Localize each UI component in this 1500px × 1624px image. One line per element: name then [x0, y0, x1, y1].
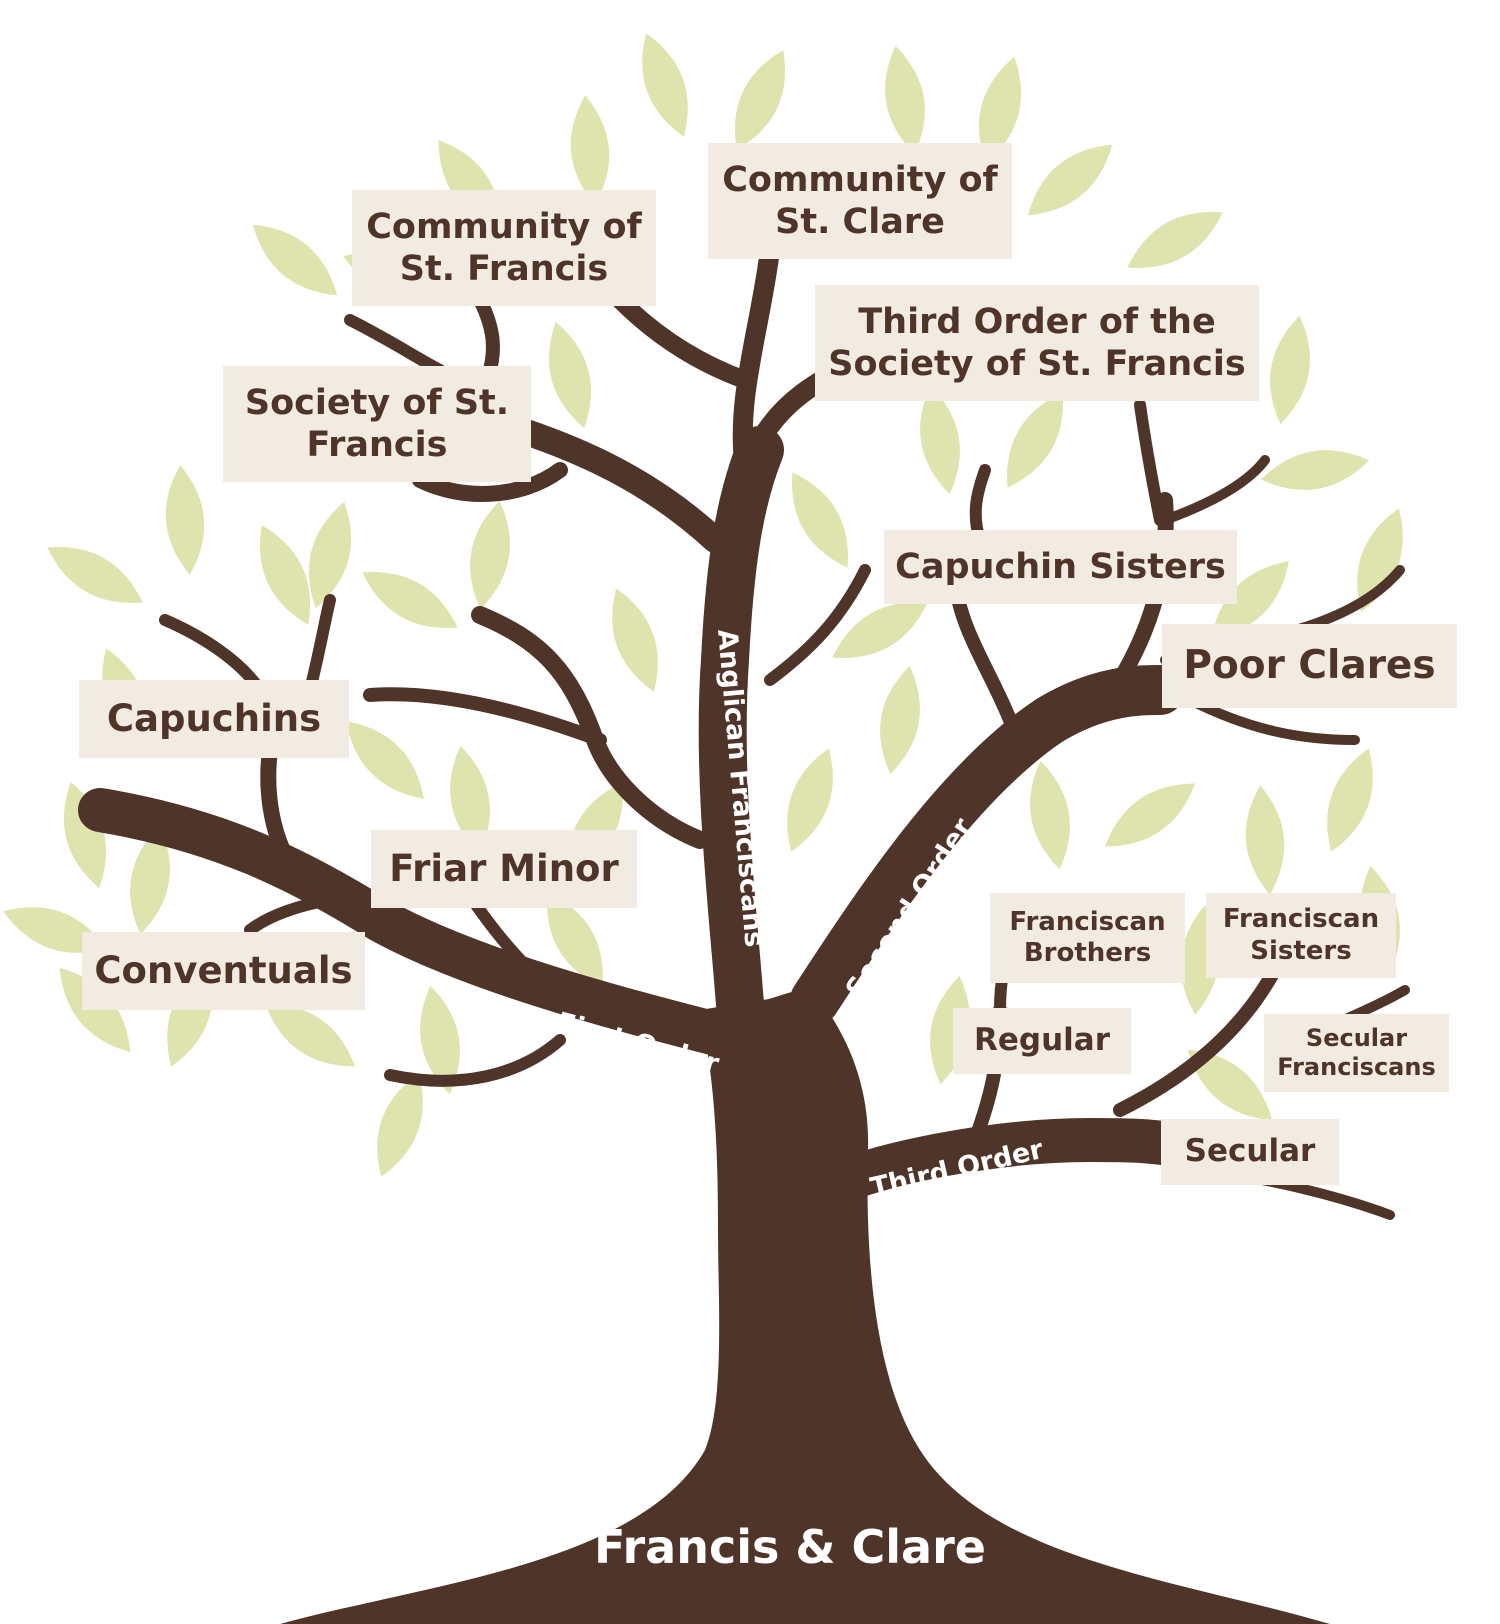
twig: [764, 564, 871, 686]
leaf: [1007, 392, 1063, 488]
node-poor-clares: Poor Clares: [1162, 624, 1457, 708]
leaf: [1357, 508, 1403, 612]
leaf: [59, 967, 131, 1053]
branch-second-order: [790, 665, 1185, 1025]
leaf: [1027, 144, 1113, 216]
leaf: [470, 500, 510, 610]
node-community-st-clare: Community of St. Clare: [708, 143, 1012, 259]
node-label: Community of St. Francis: [366, 207, 642, 289]
leaf: [920, 385, 960, 495]
leaf: [420, 985, 460, 1095]
leaf: [259, 525, 311, 625]
leaf: [252, 224, 338, 296]
leaf: [1245, 785, 1285, 895]
branch-anglican: [698, 426, 784, 1104]
node-capuchin-sisters: Capuchin Sisters: [884, 530, 1237, 604]
node-label: Conventuals: [94, 948, 353, 992]
node-label: Franciscan Brothers: [1009, 906, 1166, 968]
node-label: Poor Clares: [1183, 642, 1436, 688]
leaf: [1127, 212, 1223, 268]
leaf: [1260, 450, 1370, 490]
node-friar-minor: Friar Minor: [371, 830, 637, 908]
twig: [244, 894, 336, 936]
node-community-st-francis: Community of St. Francis: [352, 190, 656, 306]
node-label: Community of St. Clare: [722, 160, 998, 242]
node-secular-franciscans: Secular Franciscans: [1264, 1014, 1449, 1092]
node-conventuals: Conventuals: [82, 932, 365, 1010]
node-capuchins: Capuchins: [79, 680, 349, 758]
node-label: Friar Minor: [389, 846, 619, 890]
node-franciscan-sisters: Franciscan Sisters: [1206, 893, 1396, 978]
leaf: [570, 95, 610, 205]
leaf: [1030, 760, 1070, 870]
leaf: [130, 825, 170, 935]
leaf: [880, 665, 920, 775]
node-label: Secular Franciscans: [1277, 1024, 1436, 1081]
leaf: [264, 1003, 356, 1067]
twig: [384, 1034, 566, 1087]
leaf: [63, 781, 107, 889]
leaf: [1211, 561, 1289, 639]
twig: [1185, 695, 1360, 745]
twig: [363, 687, 607, 747]
leaf: [450, 745, 490, 855]
node-label: Franciscan Sisters: [1222, 904, 1380, 966]
node-secular: Secular: [1161, 1119, 1339, 1185]
twig: [1134, 399, 1166, 526]
twig: [732, 240, 780, 480]
leaf: [548, 321, 592, 429]
twig: [611, 291, 754, 389]
leaf: [547, 892, 603, 988]
node-label: Capuchin Sisters: [895, 547, 1226, 587]
leaf: [346, 721, 424, 799]
leaf: [642, 33, 688, 137]
node-label: Secular: [1184, 1133, 1316, 1170]
node-society-st-francis: Society of St. Francis: [223, 366, 531, 482]
root-title: Francis & Clare: [594, 1520, 986, 1574]
leaf: [734, 50, 786, 150]
node-label: Society of St. Francis: [244, 383, 510, 465]
leaf: [165, 465, 205, 575]
trunk-base: [280, 991, 1330, 1624]
node-regular: Regular: [953, 1008, 1131, 1074]
leaf: [792, 472, 848, 568]
node-label: Regular: [974, 1022, 1110, 1059]
leaf: [787, 748, 833, 852]
node-label: Third Order of the Society of St. Franci…: [828, 302, 1246, 384]
leaf: [1327, 748, 1373, 852]
leaf: [1270, 315, 1310, 425]
leaf: [308, 501, 352, 609]
twig: [507, 417, 728, 553]
branch-third-order: [823, 1117, 1222, 1202]
leaf: [978, 56, 1022, 164]
twig: [304, 594, 336, 696]
node-franciscan-brothers: Franciscan Brothers: [990, 893, 1185, 983]
node-label: Capuchins: [106, 696, 322, 740]
leaf: [885, 45, 925, 155]
twig: [412, 462, 568, 502]
leaf: [1104, 783, 1196, 847]
node-third-order-ssf: Third Order of the Society of St. Franci…: [815, 285, 1259, 401]
twig: [473, 293, 500, 377]
leaf: [47, 547, 143, 603]
twig: [344, 314, 446, 376]
leaf: [362, 572, 458, 628]
twig: [1113, 953, 1287, 1117]
twig: [260, 742, 308, 888]
leaf: [1187, 1049, 1273, 1121]
leaf: [377, 1073, 423, 1177]
branch-first-order: [78, 788, 762, 1062]
leaf: [3, 907, 107, 953]
leaf: [832, 602, 928, 658]
leaf: [612, 588, 658, 692]
twig: [1160, 455, 1270, 525]
